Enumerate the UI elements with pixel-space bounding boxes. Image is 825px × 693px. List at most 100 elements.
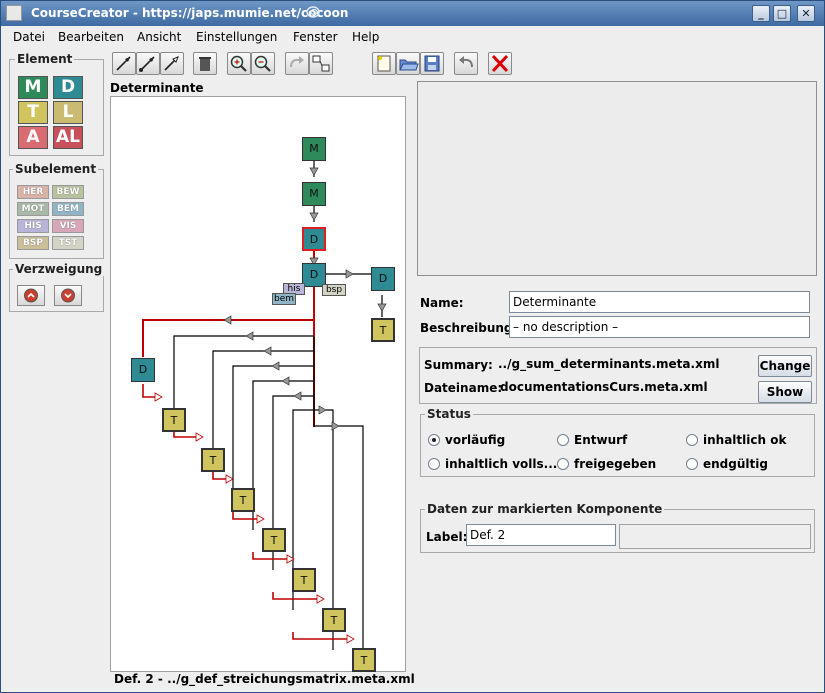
zoom-in-button[interactable] <box>227 52 251 75</box>
branch-down-button[interactable] <box>54 285 82 306</box>
summary-value: ../g_sum_determinants.meta.xml <box>498 357 720 371</box>
menu-bearbeiten[interactable]: Bearbeiten <box>58 30 124 44</box>
branch-down-icon <box>61 288 75 303</box>
close-icon <box>491 54 509 73</box>
element-l-tile[interactable]: L <box>53 101 83 124</box>
graph-node-m2[interactable]: M <box>302 182 326 206</box>
status-label: Entwurf <box>574 433 628 447</box>
subelement-palette: Subelement HER BEW MOT BEM HIS VIS BSP T… <box>9 162 104 259</box>
canvas-status-text: Def. 2 - ../g_def_streichungsmatrix.meta… <box>114 672 415 686</box>
component-label-field[interactable]: Def. 2 <box>466 524 616 546</box>
description-field[interactable]: – no description – <box>509 316 810 338</box>
subelement-mot-tile[interactable]: MOT <box>17 202 49 216</box>
properties-panel: Name: Determinante Beschreibung: – no de… <box>417 287 817 343</box>
maximize-button[interactable]: □ <box>773 5 791 22</box>
status-radio-endgueltig[interactable]: endgültig <box>686 457 768 471</box>
redo-icon <box>290 56 304 68</box>
line-tool-button[interactable] <box>112 52 136 75</box>
radio-dot <box>557 434 569 446</box>
line-tool-icon <box>164 56 179 71</box>
undo-icon <box>459 56 473 68</box>
line-tool-icon <box>139 56 155 72</box>
menu-datei[interactable]: Datei <box>13 30 46 44</box>
radio-dot <box>428 458 440 470</box>
subelement-tag-bsp[interactable]: bsp <box>322 284 346 296</box>
subelement-tst-tile[interactable]: TST <box>52 236 84 250</box>
element-a-tile[interactable]: A <box>18 126 48 149</box>
save-button[interactable] <box>420 52 444 75</box>
graph-node-d-main[interactable]: D <box>302 263 326 287</box>
element-t-tile[interactable]: T <box>18 101 48 124</box>
graph-node-d-selected[interactable]: D <box>302 227 326 251</box>
graph-title: Determinante <box>110 81 204 95</box>
status-label: vorläufig <box>445 433 506 447</box>
file-panel: Summary: ../g_sum_determinants.meta.xml … <box>419 347 817 404</box>
subelement-tag-his[interactable]: his <box>283 283 305 295</box>
element-d-tile[interactable]: D <box>53 76 83 99</box>
graph-node-t5[interactable]: T <box>292 568 316 592</box>
status-radio-inhaltlich-vollstaendig[interactable]: inhaltlich volls... <box>428 457 557 471</box>
status-label: inhaltlich ok <box>703 433 787 447</box>
new-button[interactable] <box>372 52 396 75</box>
name-label: Name: <box>420 296 464 310</box>
subelement-bem-tile[interactable]: BEM <box>52 202 84 216</box>
new-file-icon <box>377 55 391 72</box>
graph-node-t2[interactable]: T <box>201 448 225 472</box>
graph-editor-panel: Determinante <box>110 81 415 687</box>
menu-einstellungen[interactable]: Einstellungen <box>196 30 278 44</box>
subelement-bew-tile[interactable]: BEW <box>52 185 84 199</box>
show-button[interactable]: Show <box>758 381 812 403</box>
minimize-button[interactable]: _ <box>752 5 770 22</box>
subelement-vis-tile[interactable]: VIS <box>52 219 84 233</box>
status-radio-vorlaeufig[interactable]: vorläufig <box>428 433 505 447</box>
zoom-out-button[interactable] <box>251 52 275 75</box>
menu-help[interactable]: Help <box>352 30 380 44</box>
layout-button[interactable] <box>309 52 333 75</box>
graph-node-t4[interactable]: T <box>262 528 286 552</box>
change-button[interactable]: Change <box>758 355 812 377</box>
graph-edges <box>142 160 387 650</box>
graph-node-t1[interactable]: T <box>162 408 186 432</box>
title-bar: CourseCreator - https://japs.mumie.net/c… <box>1 1 824 26</box>
graph-node-d-left[interactable]: D <box>131 358 155 382</box>
status-radio-freigegeben[interactable]: freigegeben <box>557 457 656 471</box>
radio-dot <box>428 434 440 446</box>
subelement-tag-bem[interactable]: bem <box>272 293 296 305</box>
graph-node-t7[interactable]: T <box>352 648 376 672</box>
graph-node-m1[interactable]: M <box>302 137 326 161</box>
subelement-his-tile[interactable]: HIS <box>17 219 49 233</box>
status-label: endgültig <box>703 457 768 471</box>
delete-button[interactable] <box>193 52 217 75</box>
element-al-tile[interactable]: AL <box>53 126 83 149</box>
graph-node-t6[interactable]: T <box>322 608 346 632</box>
graph-node-d-right[interactable]: D <box>371 267 395 291</box>
menu-ansicht[interactable]: Ansicht <box>137 30 182 44</box>
name-field[interactable]: Determinante <box>509 291 810 313</box>
spinner-icon <box>306 6 320 18</box>
line-tool-button-3[interactable] <box>160 52 184 75</box>
element-palette-title: Element <box>15 52 75 66</box>
undo-button[interactable] <box>454 52 478 75</box>
graph-node-t-right[interactable]: T <box>371 318 395 342</box>
close-document-button[interactable] <box>488 52 512 75</box>
status-radio-inhaltlich-ok[interactable]: inhaltlich ok <box>686 433 786 447</box>
element-palette: Element M D T L A AL <box>9 52 104 156</box>
radio-dot <box>686 458 698 470</box>
menu-fenster[interactable]: Fenster <box>293 30 338 44</box>
graph-node-t3[interactable]: T <box>231 488 255 512</box>
subelement-her-tile[interactable]: HER <box>17 185 49 199</box>
element-m-tile[interactable]: M <box>18 76 48 99</box>
status-panel: Status vorläufig Entwurf inhaltlich ok i… <box>420 407 815 477</box>
close-button[interactable]: ✕ <box>797 5 815 22</box>
component-label-label: Label: <box>426 530 468 544</box>
graph-canvas[interactable]: M M D D D T D T T T T T T T his bem bsp <box>110 96 406 672</box>
open-button[interactable] <box>396 52 420 75</box>
trash-icon <box>199 57 211 71</box>
branch-palette-title: Verzweigung <box>13 262 105 276</box>
subelement-bsp-tile[interactable]: BSP <box>17 236 49 250</box>
redo-button[interactable] <box>285 52 309 75</box>
line-tool-button-2[interactable] <box>136 52 160 75</box>
status-radio-entwurf[interactable]: Entwurf <box>557 433 627 447</box>
branch-up-button[interactable] <box>17 285 45 306</box>
